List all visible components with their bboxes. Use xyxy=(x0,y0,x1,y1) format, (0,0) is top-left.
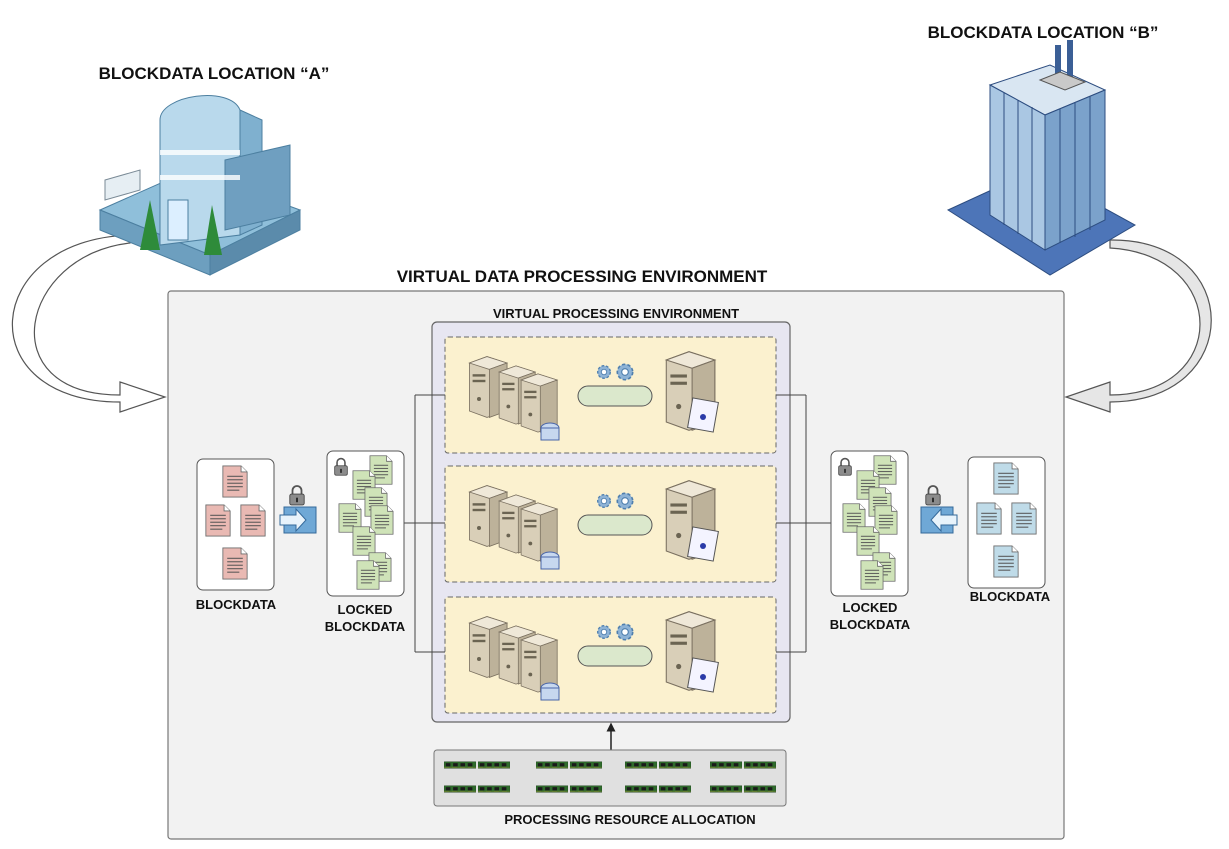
right-locked-label-line1: LOCKED xyxy=(843,600,898,615)
right-connector-lines xyxy=(776,394,831,653)
processing-lane xyxy=(444,465,777,583)
left-blockdata-label: BLOCKDATA xyxy=(196,597,277,612)
right-locked-label-line2: BLOCKDATA xyxy=(830,617,911,632)
resource-pool-box xyxy=(433,749,787,807)
document-icon xyxy=(1011,502,1037,535)
right-blockdata-label: BLOCKDATA xyxy=(970,589,1051,604)
building-a-icon xyxy=(98,95,302,276)
location-a-title: BLOCKDATA LOCATION “A” xyxy=(99,64,330,83)
resource-allocation-label: PROCESSING RESOURCE ALLOCATION xyxy=(504,812,755,827)
left-locked-label-line1: LOCKED xyxy=(338,602,393,617)
processing-lane xyxy=(444,336,777,454)
document-icon xyxy=(860,560,884,590)
document-icon xyxy=(976,502,1002,535)
location-a-flow-arrow xyxy=(11,234,167,413)
location-b-title: BLOCKDATA LOCATION “B” xyxy=(928,23,1159,42)
document-icon xyxy=(874,505,898,535)
processing-lane xyxy=(444,596,777,714)
left-connector-lines xyxy=(404,394,445,653)
processing-environment-title: VIRTUAL PROCESSING ENVIRONMENT xyxy=(493,306,739,321)
building-b-icon xyxy=(946,40,1137,276)
environment-title: VIRTUAL DATA PROCESSING ENVIRONMENT xyxy=(397,267,768,286)
right-blockdata-box xyxy=(967,456,1046,589)
document-icon xyxy=(993,545,1019,578)
document-icon xyxy=(370,505,394,535)
document-icon xyxy=(222,465,248,498)
location-b-flow-arrow xyxy=(1064,239,1212,413)
document-icon xyxy=(352,526,376,556)
lock-transfer-icon xyxy=(920,485,958,534)
left-locked-label-line2: BLOCKDATA xyxy=(325,619,406,634)
document-icon xyxy=(356,560,380,590)
document-icon xyxy=(856,526,880,556)
document-icon xyxy=(222,547,248,580)
document-icon xyxy=(205,504,231,537)
lock-transfer-icon xyxy=(279,485,317,534)
document-icon xyxy=(993,462,1019,495)
left-blockdata-box xyxy=(196,458,275,591)
document-icon xyxy=(240,504,266,537)
